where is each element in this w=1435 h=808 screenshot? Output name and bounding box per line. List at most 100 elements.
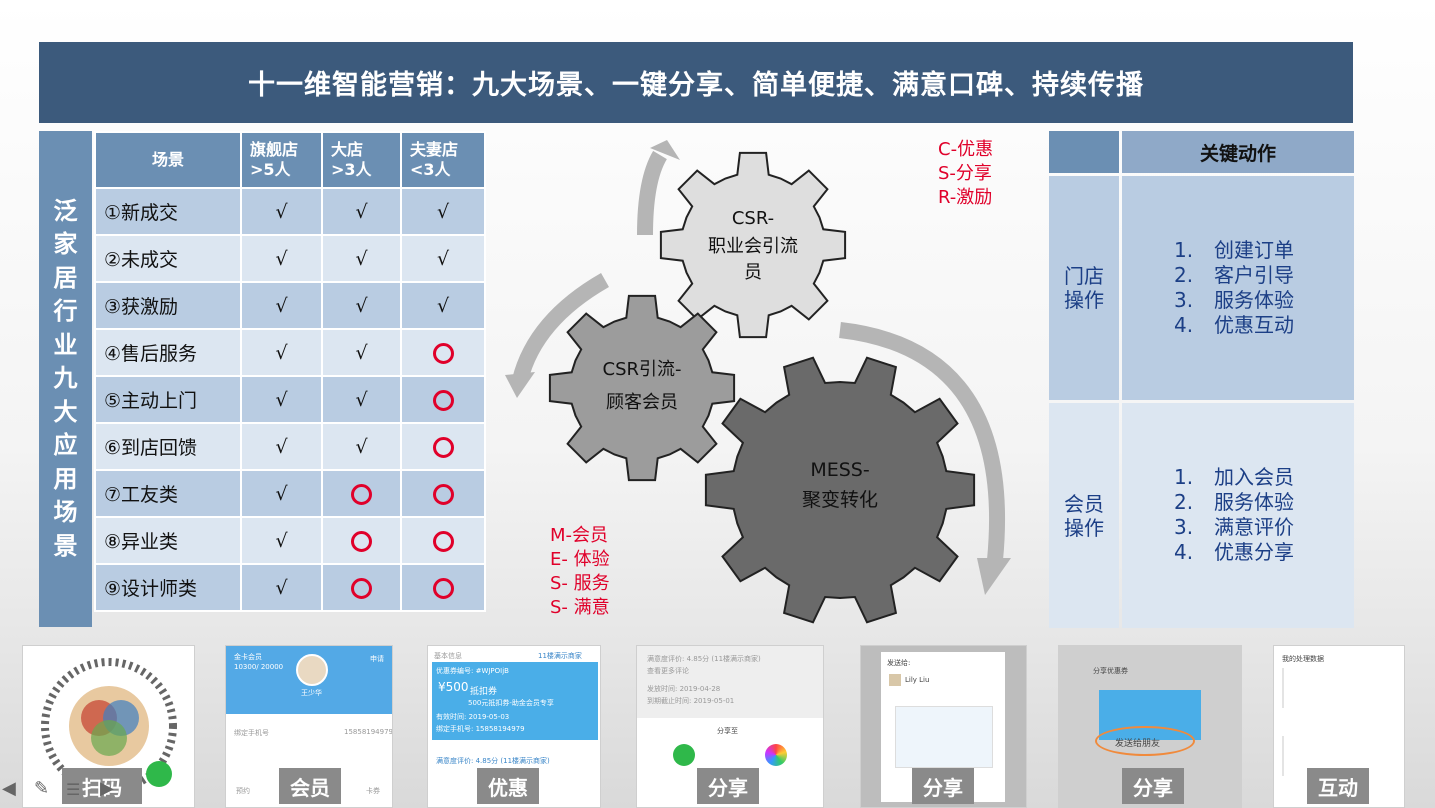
check-mark: √: [436, 200, 450, 223]
member-ops-label: 会员操作: [1049, 403, 1119, 628]
scene-name: ⑥到店回馈: [94, 422, 242, 471]
check-mark: √: [275, 388, 288, 411]
header-large-label: 大店: [331, 140, 364, 159]
side-label-char: 应: [53, 431, 78, 460]
avatar: [889, 674, 901, 686]
scene-mark: √: [240, 281, 323, 330]
wechat-icon[interactable]: [673, 744, 695, 766]
scene-mark: [400, 422, 486, 471]
scene-mark: √: [240, 187, 323, 236]
csr-legend: C-优惠 S-分享 R-激励: [938, 138, 993, 210]
not-applicable-icon: [351, 530, 372, 552]
list-item: 2.服务体验: [1174, 490, 1294, 514]
share-rating: 满意度评价: 4.85分 (11楼满示商家): [647, 655, 761, 663]
header-flagship-size: >5人: [250, 160, 291, 179]
gear-mid: [548, 294, 736, 482]
header-couple-store: 夫妻店<3人: [400, 131, 486, 189]
header-scene: 场景: [94, 131, 242, 189]
gears-diagram: CSR- 职业会引流 员 CSR引流- 顾客会员 MESS- 聚变转化: [505, 140, 1011, 624]
member-op-3: 满意评价: [1214, 515, 1294, 539]
gear-big-line2: 聚变转化: [802, 489, 878, 511]
coupon-phone: 绑定手机号: 15858194979: [436, 725, 525, 733]
scene-mark: √: [321, 422, 402, 471]
header-large-store: 大店>3人: [321, 131, 402, 189]
store-ops-label-1: 门店: [1064, 264, 1104, 288]
pen-icon[interactable]: ✎: [34, 778, 50, 799]
gear-big-shape: [704, 356, 976, 624]
store-ops-label: 门店操作: [1049, 176, 1119, 400]
tab-coupon[interactable]: 卡券: [366, 787, 380, 795]
member-ops-label-1: 会员: [1064, 491, 1104, 516]
qr-code-thumbnail[interactable]: [22, 645, 195, 808]
scene-mark: [321, 563, 402, 612]
side-label-char: 景: [53, 531, 78, 560]
scene-mark: √: [321, 328, 402, 377]
not-applicable-icon: [351, 483, 372, 505]
side-label-char: 泛: [53, 196, 78, 225]
table-row: ①新成交√√√: [94, 187, 486, 236]
check-mark: √: [355, 294, 368, 317]
side-label-char: 居: [53, 263, 78, 292]
check-mark: √: [275, 200, 288, 223]
cycle-arrow-left-head: [505, 372, 535, 398]
menu-icon[interactable]: ☰: [66, 780, 81, 799]
bind-phone-value: 15858194979: [344, 728, 393, 736]
header-couple-size: <3人: [410, 160, 451, 179]
send-to-friend-button[interactable]: 发送给朋友: [1115, 739, 1161, 749]
scene-name: ⑨设计师类: [94, 563, 242, 612]
caption-share-1: 分享: [697, 768, 759, 804]
not-applicable-icon: [432, 389, 454, 411]
scene-mark: √: [321, 234, 402, 283]
csr-legend-s: S-分享: [938, 163, 992, 184]
not-applicable-icon: [432, 342, 454, 364]
share-coupon-thumbnail[interactable]: 分享优惠券 发送给朋友: [1058, 645, 1242, 808]
table-row: ⑨设计师类√: [94, 563, 486, 612]
check-mark: √: [355, 341, 368, 364]
scenes-header-row: 场景 旗舰店>5人 大店>3人 夫妻店<3人: [94, 131, 486, 189]
side-label-char: 家: [53, 230, 78, 259]
scene-mark: √: [240, 516, 323, 565]
table-row: ⑧异业类√: [94, 516, 486, 565]
share-more[interactable]: 查看更多评论: [647, 667, 689, 675]
check-mark: √: [355, 388, 368, 411]
gear-mid-shape: [548, 294, 736, 482]
store-ops-label-2: 操作: [1064, 288, 1104, 312]
check-mark: √: [436, 247, 450, 270]
member-card-apply[interactable]: 申请: [370, 655, 384, 663]
member-card-name: 王少华: [301, 689, 322, 697]
check-mark: √: [436, 294, 450, 317]
send-to-friend: Lily Liu: [905, 676, 930, 684]
scene-mark: √: [240, 328, 323, 377]
scene-name: ⑧异业类: [94, 516, 242, 565]
send-to-label: 发送给:: [887, 659, 911, 667]
cycle-arrow-right: [839, 322, 1006, 561]
industry-scenes-label: 泛 家 居 行 业 九 大 应 用 场 景: [39, 131, 92, 627]
list-item: 3.服务体验: [1174, 288, 1294, 312]
tab-reserve[interactable]: 预约: [236, 787, 250, 795]
scene-mark: √: [240, 422, 323, 471]
scene-mark: √: [240, 469, 323, 518]
scene-mark: √: [400, 281, 486, 330]
check-mark: √: [275, 435, 288, 458]
scene-mark: √: [321, 375, 402, 424]
check-mark: √: [275, 247, 288, 270]
coupon-card: [432, 662, 598, 740]
send-to-thumbnail[interactable]: 发送给: Lily Liu: [860, 645, 1027, 808]
scene-mark: [400, 516, 486, 565]
highlight-circle: [1095, 726, 1195, 756]
scene-mark: √: [240, 563, 323, 612]
share-to-label: 分享至: [717, 727, 738, 735]
mess-legend-m: M-会员: [550, 525, 609, 546]
store-op-4: 优惠互动: [1214, 313, 1294, 337]
prev-slide-icon[interactable]: ◀: [2, 778, 16, 799]
mess-legend-e: E- 体验: [550, 549, 610, 570]
bind-phone-label: 绑定手机号: [234, 729, 269, 737]
caption-share-2: 分享: [912, 768, 974, 804]
scene-mark: √: [400, 187, 486, 236]
next-slide-icon[interactable]: ▶: [100, 778, 114, 799]
scene-name: ②未成交: [94, 234, 242, 283]
moments-icon[interactable]: [765, 744, 787, 766]
caption-coupon: 优惠: [477, 768, 539, 804]
gear-top-line1: CSR-: [732, 208, 774, 229]
scene-mark: √: [240, 375, 323, 424]
